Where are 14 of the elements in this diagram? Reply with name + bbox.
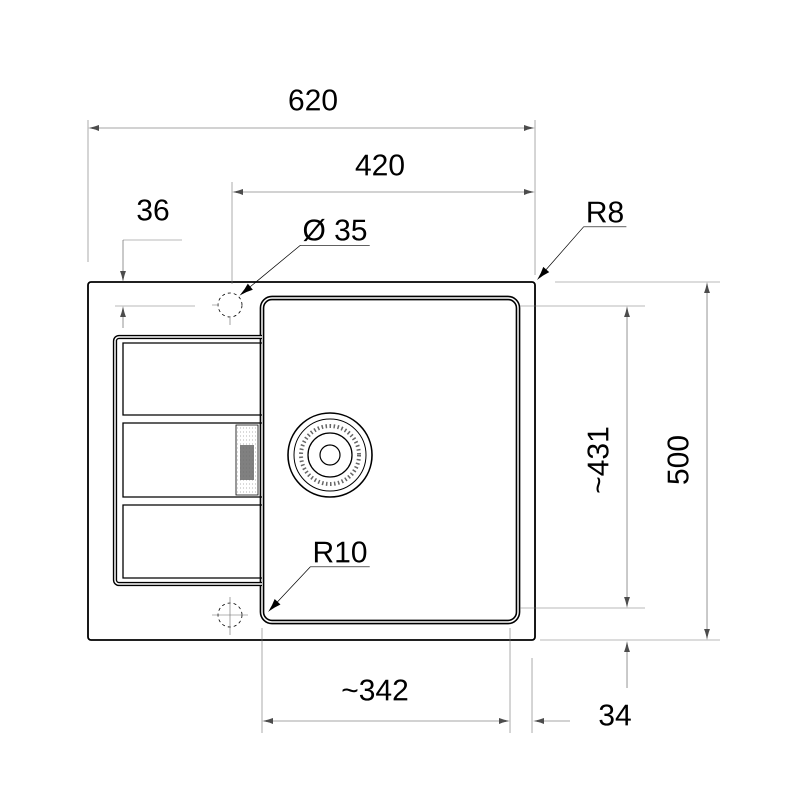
dimension-label: 500 [667, 436, 689, 484]
leader-line [240, 244, 370, 295]
dimension-label: ~342 [342, 679, 408, 701]
dimension-label: 620 [290, 89, 337, 111]
dimension-label: R10 [314, 541, 366, 563]
leader-line [538, 226, 627, 279]
dimension-label: ~431 [587, 428, 609, 492]
dimension-label: 420 [356, 154, 404, 176]
dimension-label: Ø 35 [304, 218, 366, 242]
leader-line [268, 566, 370, 611]
mounting-hole [218, 292, 242, 318]
dimension-label: R8 [588, 201, 623, 223]
dimension-label: 36 [137, 199, 168, 221]
dimension-label: 34 [599, 704, 631, 726]
